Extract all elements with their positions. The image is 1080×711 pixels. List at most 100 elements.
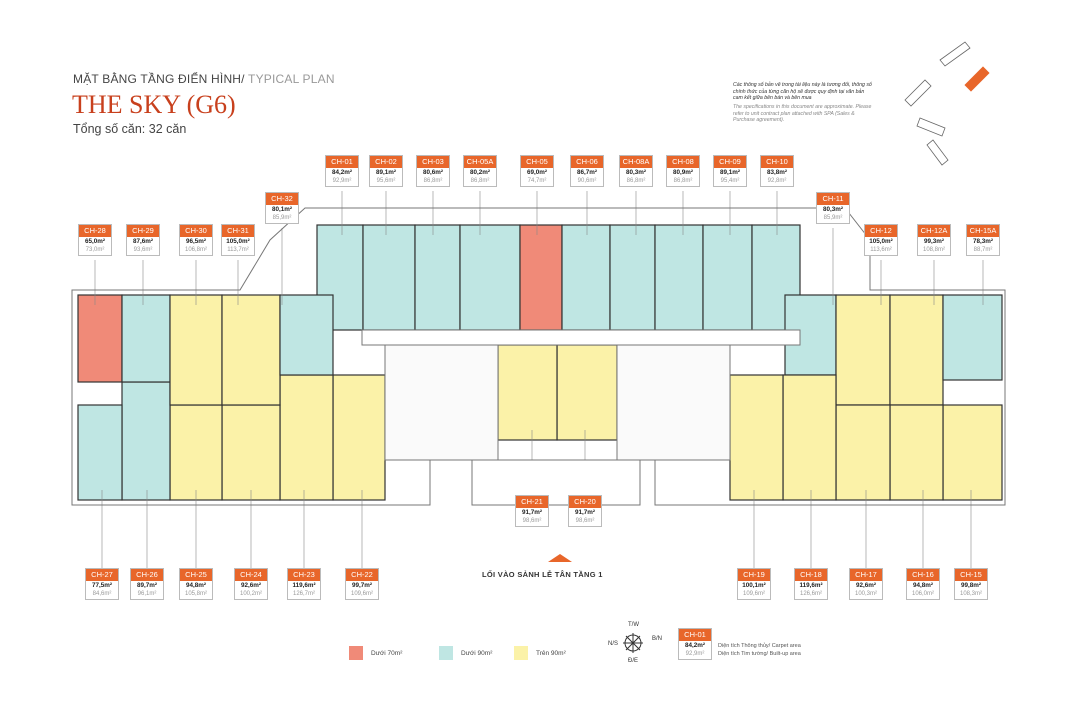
built-up-area: 126,6m² <box>799 591 822 597</box>
carpet-area: 80,2m² <box>470 169 490 176</box>
built-up-area: 108,3m² <box>959 591 982 597</box>
unit-ch-15a[interactable] <box>942 294 1003 381</box>
compass-north: T/W <box>628 622 639 628</box>
legend-swatch-teal <box>439 646 453 660</box>
unit-ch-32[interactable] <box>279 294 334 376</box>
unit-ch-08a[interactable] <box>609 224 656 331</box>
unit-ch-21[interactable] <box>497 344 558 441</box>
carpet-area: 86,7m² <box>577 169 597 176</box>
unit-id: CH-20 <box>569 496 601 508</box>
entrance-label: LỐI VÀO SẢNH LỄ TÂN TẦNG 1 <box>482 570 603 579</box>
unit-ch-29[interactable] <box>121 294 171 383</box>
unit-ch-23[interactable] <box>279 374 334 501</box>
unit-ch-09[interactable] <box>702 224 753 331</box>
unit-ch-22[interactable] <box>332 374 386 501</box>
unit-ch-06[interactable] <box>561 224 611 331</box>
unit-ch-03[interactable] <box>414 224 461 331</box>
built-up-area: 109,6m² <box>350 591 373 597</box>
unit-ch-24[interactable] <box>221 404 281 501</box>
note-vietnamese: Các thông số bản vẽ trong tài liệu này l… <box>733 82 872 101</box>
built-up-area: 86,8m² <box>626 178 646 184</box>
unit-ch-10[interactable] <box>751 224 801 331</box>
unit-ch-16[interactable] <box>889 404 944 501</box>
compass-south: Đ/E <box>628 658 639 664</box>
carpet-area: 105,0m² <box>869 238 893 245</box>
carpet-area: 94,8m² <box>913 582 933 589</box>
compass-icon <box>623 633 643 653</box>
unit-ch-05a[interactable] <box>459 224 521 331</box>
unit-count: Tổng số căn: 32 căn <box>73 122 187 136</box>
building-outline <box>71 207 1006 506</box>
legend-label: Dưới 70m² <box>371 649 403 657</box>
unit-ch-27[interactable] <box>77 404 123 501</box>
unit-id: CH-08A <box>620 156 652 168</box>
built-up-area: 88,7m² <box>973 247 993 253</box>
unit-id: CH-28 <box>79 225 111 237</box>
unit-ch-02[interactable] <box>362 224 416 331</box>
key-plan-icon <box>904 41 990 166</box>
unit-ch-26[interactable] <box>121 381 171 501</box>
unit-ch-31[interactable] <box>221 294 281 406</box>
carpet-area: 78,3m² <box>973 238 993 245</box>
unit-ch-25[interactable] <box>169 404 223 501</box>
built-up-area: 113,6m² <box>870 247 892 253</box>
carpet-area: 99,8m² <box>961 582 981 589</box>
unit-id: CH-05 <box>521 156 553 168</box>
built-up-area: 85,9m² <box>272 215 292 221</box>
carpet-area: 91,7m² <box>522 509 542 516</box>
unit-id: CH-29 <box>127 225 159 237</box>
unit-ch-18[interactable] <box>782 374 837 501</box>
unit-ch-08[interactable] <box>654 224 704 331</box>
unit-ch-20[interactable] <box>556 344 618 441</box>
unit-ch-19[interactable] <box>729 374 784 501</box>
unit-id: CH-09 <box>714 156 746 168</box>
unit-id: CH-11 <box>817 193 849 205</box>
unit-id: CH-26 <box>131 569 163 581</box>
unit-id: CH-02 <box>370 156 402 168</box>
unit-ch-05[interactable] <box>519 224 563 331</box>
unit-ch-15[interactable] <box>942 404 1003 501</box>
unit-ch-12a[interactable] <box>889 294 944 406</box>
unit-ch-12[interactable] <box>835 294 891 406</box>
unit-ch-17[interactable] <box>835 404 891 501</box>
built-up-area: 109,6m² <box>742 591 765 597</box>
unit-ch-28[interactable] <box>77 294 123 383</box>
unit-id: CH-12 <box>865 225 897 237</box>
unit-id: CH-24 <box>235 569 267 581</box>
carpet-area: 92,6m² <box>856 582 876 589</box>
unit-ch-30[interactable] <box>169 294 223 406</box>
